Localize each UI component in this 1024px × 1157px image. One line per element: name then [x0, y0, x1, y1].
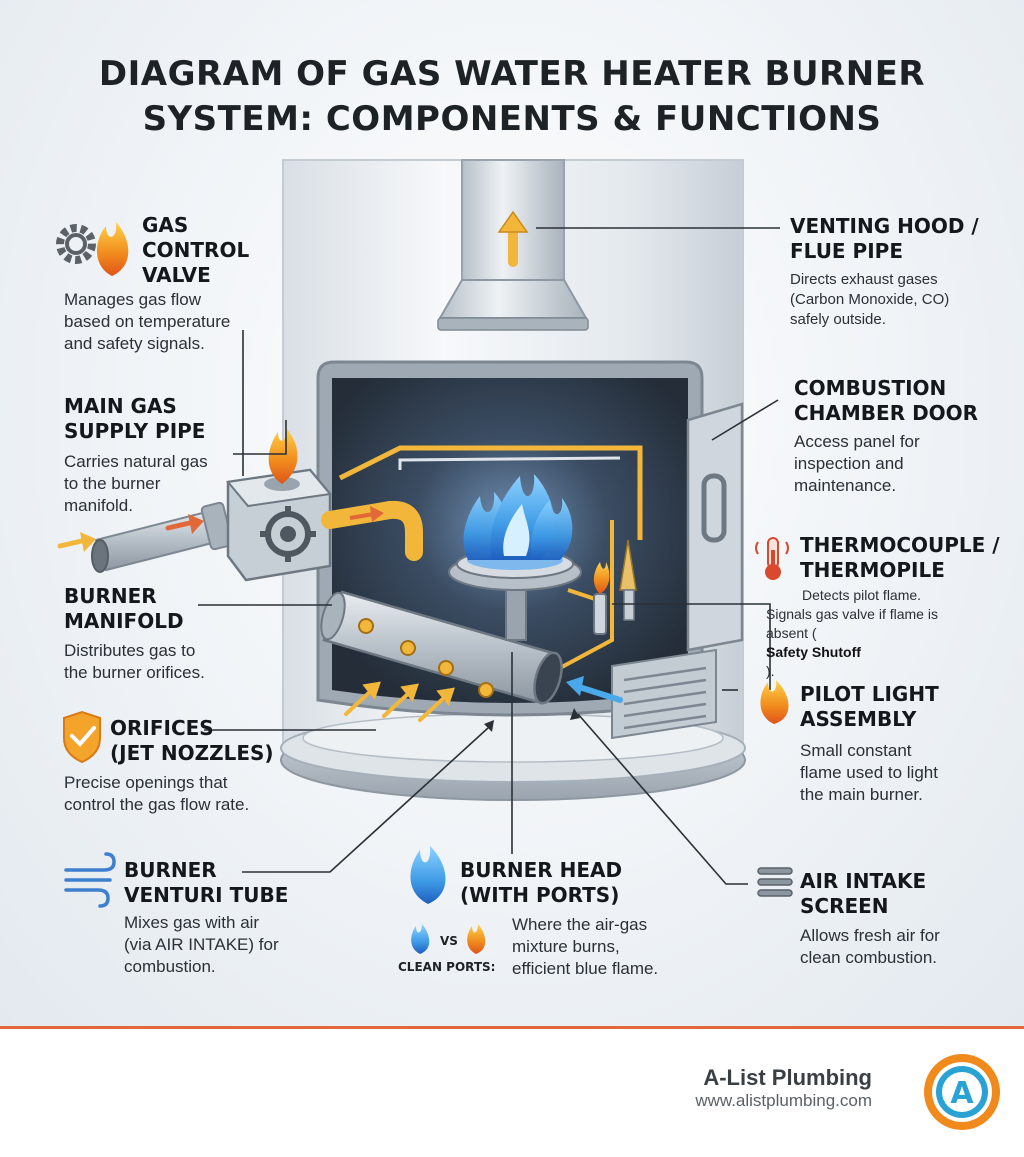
thermometer-icon — [755, 537, 789, 580]
thermocouple-label: THERMOCOUPLE / THERMOPILE — [800, 533, 1000, 582]
gas-control-valve-desc: Manages gas flow based on temperature an… — [64, 290, 231, 353]
burner-head-vs: VS — [440, 934, 458, 948]
gas-control-valve-label: GAS CONTROL VALVE — [142, 213, 250, 287]
valve-to-manifold-pipe — [321, 500, 423, 561]
venting-hood-desc: Directs exhaust gases (Carbon Monoxide, … — [790, 271, 950, 328]
burner-manifold-desc: Distributes gas to the burner orifices. — [64, 641, 205, 682]
brand-logo: A — [924, 1054, 1000, 1130]
main-gas-supply-pipe — [57, 501, 234, 573]
combustion-chamber-door-label: COMBUSTION CHAMBER DOOR — [794, 376, 979, 425]
combustion-chamber-door — [686, 402, 744, 652]
thermocouple-desc: Detects pilot flame. Signals gas valve i… — [766, 587, 938, 679]
brand-url: www.alistplumbing.com — [695, 1091, 872, 1110]
leader-lines — [198, 227, 780, 885]
air-intake-screen-label: AIR INTAKE SCREEN — [800, 869, 927, 918]
blue-flame-icon — [410, 846, 446, 904]
orifices-label: ORIFICES (JET NOZZLES) — [110, 716, 274, 765]
burner-head-label: BURNER HEAD (WITH PORTS) — [460, 858, 623, 907]
gas-control-lines — [338, 445, 643, 670]
title-line-2: SYSTEM: COMPONENTS & FUNCTIONS — [142, 99, 882, 139]
gear-flame-icon — [56, 222, 129, 276]
flue-pipe — [437, 159, 589, 331]
air-intake-louvers — [611, 648, 717, 740]
brand-name: A-List Plumbing — [703, 1065, 872, 1090]
air-screen-icon — [757, 867, 793, 897]
pilot-assembly-illustration — [593, 539, 637, 635]
page-title: DIAGRAM OF GAS WATER HEATER BURNER SYSTE… — [40, 52, 984, 142]
leader-arrowheads — [484, 708, 580, 732]
combustion-chamber-door-desc: Access panel for inspection and maintena… — [794, 432, 920, 495]
air-intake-arrow — [566, 676, 623, 703]
burner-head — [448, 474, 582, 641]
clean-ports-label: CLEAN PORTS: — [398, 960, 496, 974]
brand-logo-letter: A — [950, 1076, 974, 1111]
title-line-1: DIAGRAM OF GAS WATER HEATER BURNER — [98, 54, 926, 94]
burner-manifold-tube — [320, 590, 563, 705]
burner-venturi-tube-label: BURNER VENTURI TUBE — [124, 858, 289, 907]
burner-manifold-label: BURNER MANIFOLD — [64, 584, 184, 633]
small-blue-flame-icon — [411, 924, 430, 954]
air-flow-arrows — [344, 681, 455, 722]
gas-control-valve-body — [226, 428, 332, 582]
air-intake-screen-desc: Allows fresh air for clean combustion. — [800, 926, 940, 967]
venting-hood-label: VENTING HOOD / FLUE PIPE — [790, 214, 979, 263]
pilot-light-assembly-desc: Small constant flame used to light the m… — [800, 741, 938, 804]
wind-icon — [64, 852, 116, 908]
burner-system-illustration — [56, 159, 793, 954]
shield-check-icon — [63, 710, 101, 764]
small-orange-flame-icon — [467, 924, 486, 954]
brand-footer — [0, 1026, 1024, 1157]
main-gas-supply-pipe-desc: Carries natural gas to the burner manifo… — [64, 452, 208, 515]
orifices-desc: Precise openings that control the gas fl… — [64, 773, 250, 814]
main-gas-supply-pipe-label: MAIN GAS SUPPLY PIPE — [64, 394, 206, 443]
burner-head-desc: Where the air-gas mixture burns, efficie… — [512, 915, 659, 978]
pilot-flame-icon — [760, 680, 789, 724]
burner-venturi-tube-desc: Mixes gas with air (via AIR INTAKE) for … — [124, 913, 279, 976]
pilot-light-assembly-label: PILOT LIGHT ASSEMBLY — [800, 682, 939, 731]
